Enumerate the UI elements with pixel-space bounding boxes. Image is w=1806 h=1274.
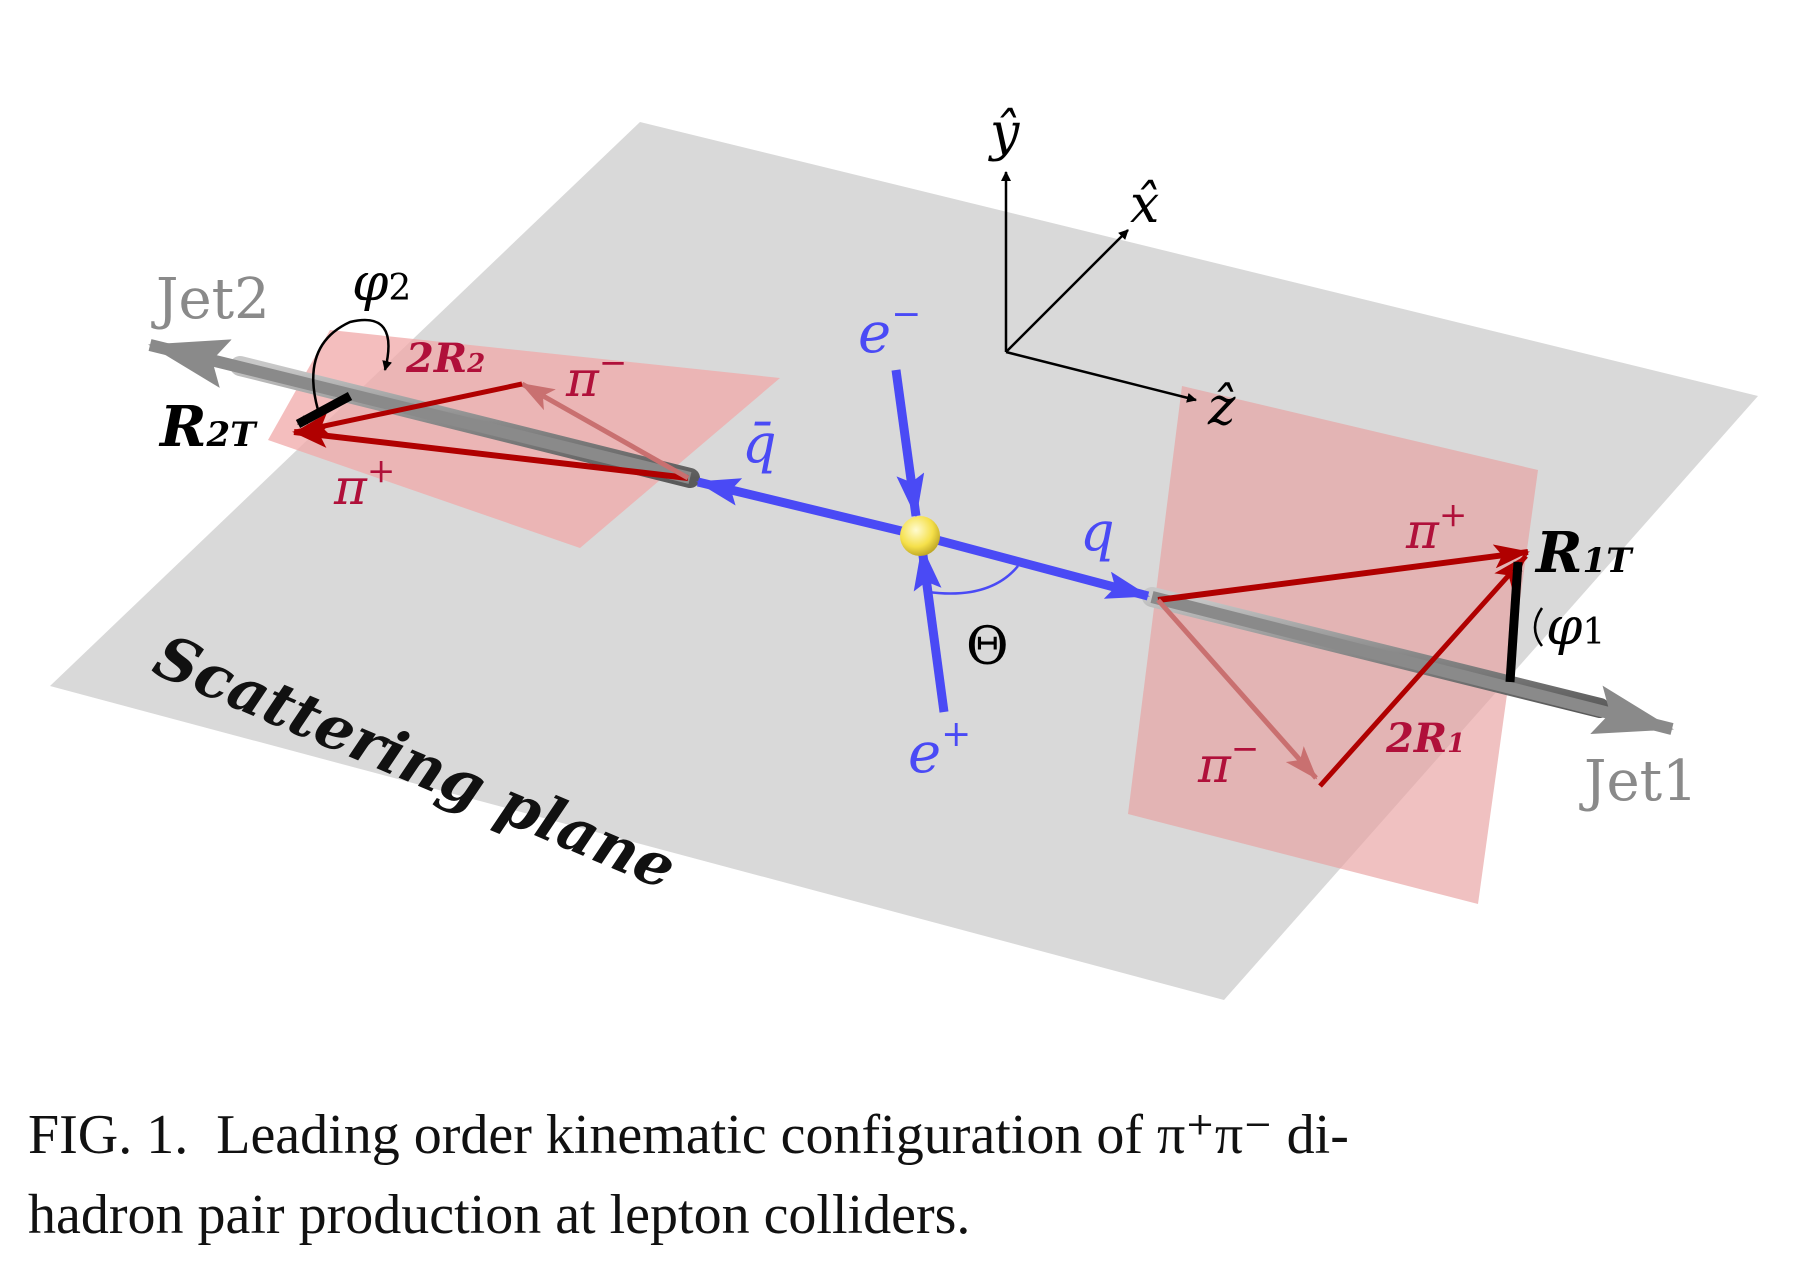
coordinate-axes: [1001, 171, 1197, 403]
e-plus-label: e+: [908, 714, 971, 786]
kinematics-diagram: ŷ x̂ ẑ Jet2 Jet1 φ2 φ1 2R2 R2T R1T 2R1 π…: [50, 103, 1758, 1000]
caption-line-2: hadron pair production at lepton collide…: [28, 1184, 971, 1246]
jet-axis: [148, 339, 1674, 735]
r1-vector-label: 2R1: [1385, 715, 1465, 762]
theta-arc: [927, 565, 1019, 595]
jet2-pion-vectors: [292, 381, 690, 481]
phi1-arc: [1533, 607, 1544, 647]
r2t-vector: [295, 392, 353, 428]
jet1-label: Jet1: [1579, 749, 1698, 814]
z-axis-label: ẑ: [1207, 377, 1236, 437]
r2-vector-label: 2R2: [405, 335, 485, 382]
y-axis-label: ŷ: [988, 103, 1020, 163]
jet2-label: Jet2: [151, 267, 270, 332]
e-minus-label: e−: [858, 294, 921, 366]
jet1-pion-vectors: [1156, 544, 1530, 788]
theta-label: Θ: [966, 617, 1009, 677]
r1t-vector: [1505, 561, 1523, 683]
r1t-label: R1T: [1534, 520, 1634, 586]
figure-caption: FIG. 1. Leading order kinematic configur…: [28, 1095, 1778, 1255]
pi-minus-left-label: π−: [565, 343, 627, 408]
r2t-label: R2T: [158, 394, 258, 460]
phi1-label: φ1: [1546, 597, 1605, 657]
caption-line-1: FIG. 1. Leading order kinematic configur…: [28, 1104, 1349, 1166]
lepton-arrows: [891, 369, 949, 713]
phi2-label: φ2: [352, 253, 411, 313]
pi-minus-right-label: π−: [1197, 729, 1259, 794]
q-label: q: [1080, 500, 1115, 563]
pi-plus-left-label: π+: [333, 451, 395, 516]
diagram-svg: ŷ x̂ ẑ Jet2 Jet1 φ2 φ1 2R2 R2T R1T 2R1 π…: [50, 103, 1758, 1000]
qbar-label: q̄: [742, 412, 777, 475]
pi-plus-right-label: π+: [1405, 495, 1467, 560]
quark-arrows: [696, 477, 1150, 601]
phi2-arc: [311, 318, 393, 411]
x-axis-label: x̂: [1130, 175, 1159, 235]
interaction-vertex: [900, 516, 940, 556]
